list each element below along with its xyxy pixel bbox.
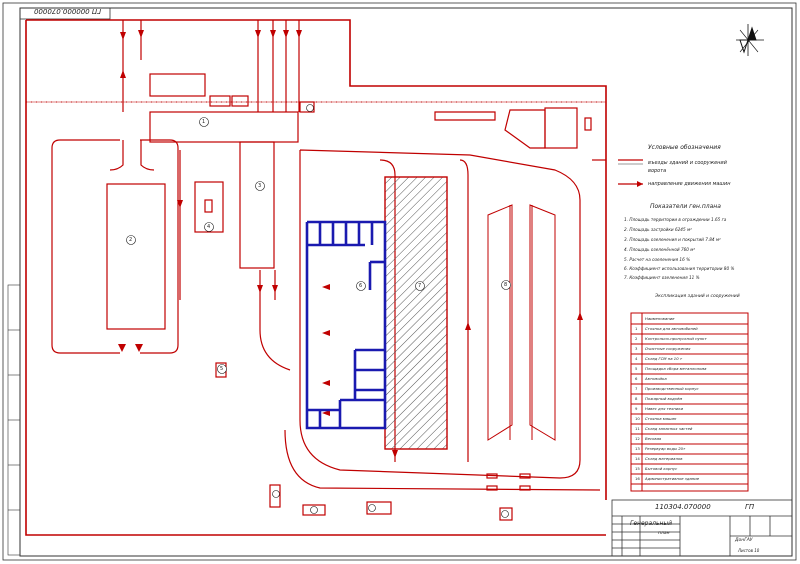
explication-row-num: 12: [635, 436, 640, 441]
explication-row-num: 1: [635, 326, 638, 331]
legend-symbols: [618, 159, 643, 187]
explication-row-num: 14: [635, 456, 640, 461]
explication-row-name: Склад запасных частей: [645, 426, 693, 431]
explication-row-name: Стоянка машин: [645, 416, 677, 421]
node-label: 5: [220, 366, 224, 372]
explication-row-name: Пожарный водоём: [645, 396, 683, 401]
explication-row-name: Навес для техники: [645, 406, 684, 411]
explication-row-num: 8: [635, 396, 638, 401]
inner-frame: [19, 7, 793, 557]
explication-row-num: 13: [635, 446, 640, 451]
title-block: [611, 499, 793, 557]
node-label: 7: [418, 283, 422, 289]
top-code-box: [19, 7, 111, 20]
legend-title: Условные обозначения: [648, 144, 721, 151]
explication-row-name: Бытовой корпус: [645, 466, 678, 471]
explication-table: [630, 312, 749, 492]
explication-row-num: 10: [635, 416, 640, 421]
explication-row-name: Склад материалов: [645, 456, 683, 461]
explication-row-name: Склад ГСМ на 10 т: [645, 356, 683, 361]
drawing-top-code: ГП 000000.070000: [34, 7, 102, 15]
legend-item-traffic: направление движения машин: [648, 181, 731, 187]
node-label: 1: [202, 119, 206, 125]
explication-row-num: 3: [635, 346, 638, 351]
node-label: 6: [359, 283, 363, 289]
explication-row-name: Весовая: [645, 436, 662, 441]
stamp-sheets: Листов 10: [738, 548, 760, 553]
tep-item: 1. Площадь территории в ограждении 1.65 …: [624, 217, 727, 222]
canopy-shape: [487, 204, 556, 441]
stamp-code-suffix: ГП: [745, 503, 755, 511]
legend-item-building-entry: въезды зданий и сооружений: [648, 160, 727, 166]
explication-row-name: Административное здание: [645, 476, 700, 481]
roads: [51, 20, 601, 491]
explication-row-name: Резервуар воды 20т: [645, 446, 686, 451]
tep-item: 4. Площадь озеленённой 760 м²: [624, 247, 696, 252]
node-label: 3: [258, 183, 262, 189]
explication-row-num: 2: [635, 336, 638, 341]
explication-title: Экспликация зданий и сооружений: [655, 294, 740, 299]
tep-item: 5. Расчет на озеленения 16 %: [624, 257, 691, 262]
explication-row-num: 5: [635, 366, 638, 371]
explication-row-num: 15: [635, 466, 640, 471]
tep-item: 3. Площадь озеленения и покрытий 7.84 м²: [624, 237, 721, 242]
explication-row-name: Контрольно-пропускной пункт: [645, 336, 707, 341]
explication-row-num: 7: [635, 386, 638, 391]
explication-row-name: Автомойка: [645, 376, 667, 381]
north-arrow-icon: [736, 24, 764, 56]
explication-row-num: 4: [635, 356, 638, 361]
explication-row-name: Производственный корпус: [645, 386, 699, 391]
node-label: 2: [129, 237, 133, 243]
node-label: 4: [207, 224, 211, 230]
explication-row-num: 11: [635, 426, 640, 431]
direction-arrows: [118, 30, 583, 458]
tep-title: Показатели ген.плана: [650, 203, 721, 210]
stamp-org: ДонГАУ: [735, 538, 753, 543]
explication-row-num: 9: [635, 406, 638, 411]
stamp-subtitle: план: [658, 531, 670, 536]
explication-row-num: 6: [635, 376, 638, 381]
tep-item: 2. Площадь застройки 6245 м²: [624, 227, 692, 232]
explication-row-name: Очистные сооружения: [645, 346, 691, 351]
buildings: [106, 73, 606, 521]
node-label: 8: [504, 282, 508, 288]
tep-item: 6. Коэффициент использования территории …: [624, 266, 735, 271]
hatched-building: [384, 176, 448, 450]
site-fence: [25, 19, 607, 536]
explication-row-name: Стоянка для автомобилей: [645, 326, 698, 331]
explication-row-name: Площадка сбора металлолома: [645, 366, 707, 371]
stamp-code: 110304.070000: [655, 503, 711, 511]
explication-row-num: 16: [635, 476, 640, 481]
node-markers: [126, 104, 511, 518]
legend-item-gates: ворота: [648, 168, 667, 174]
production-building: [305, 220, 387, 430]
stamp-title: Генеральный: [630, 520, 673, 527]
tep-item: 7. Коэффициент озеленения 11 %: [624, 275, 700, 280]
explication-row-name: Наименование: [645, 316, 675, 321]
